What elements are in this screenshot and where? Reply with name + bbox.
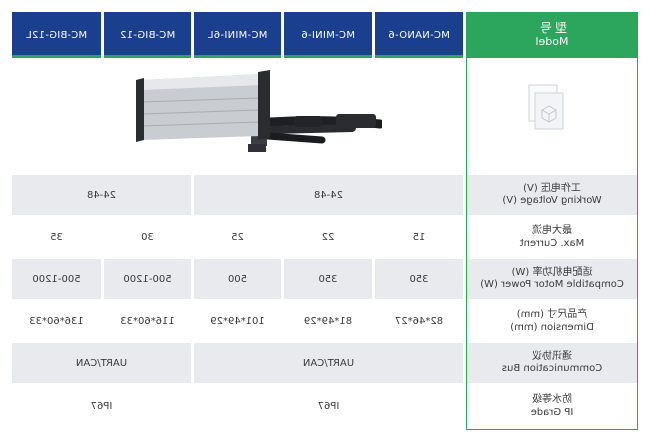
dimension-big-12: 116*60*33 (120, 315, 175, 327)
label-column-border-left (637, 58, 638, 430)
current-big-12: 30 (141, 231, 154, 243)
current-nano-6: 15 (412, 231, 426, 243)
label-motor-power: 适配电机功率 (W) Compatible Motor Power (W) (467, 259, 637, 299)
communication-big-models: UART/CAN (12, 343, 191, 383)
label-column-border-bottom (466, 429, 638, 430)
dimension-big-12l: 136*60*33 (29, 315, 84, 327)
voltage-small-models: 24-48 (194, 175, 463, 215)
label-ip-grade: 防水等级 IP Grade (530, 394, 574, 418)
current-mini-6l: 25 (231, 231, 244, 243)
label-max-current: 最大电流 Max. Current (519, 225, 585, 249)
dimension-nano-6: 82*46*27 (394, 315, 444, 327)
power-nano-6: 350 (375, 259, 463, 299)
model-name-big-12: MC-BIG-12 (104, 12, 191, 58)
power-mini-6: 350 (284, 259, 372, 299)
dimension-mini-6: 81*49*29 (303, 315, 353, 327)
communication-small-models: UART/CAN (194, 343, 463, 383)
label-communication-bus: 通讯协议 Communication Bus (467, 343, 637, 383)
document-placeholder-icon (528, 84, 564, 130)
ip-small-models: IP67 (317, 400, 340, 412)
voltage-big-models: 24-48 (12, 175, 191, 215)
ip-big-models: IP67 (90, 400, 113, 412)
label-working-voltage: 工作电压 (V) Working Voltage (V) (467, 175, 637, 215)
model-name-big-12l: MC-BIG-12L (12, 12, 101, 58)
model-name-mini-6l: MC-MINI-6L (194, 12, 281, 58)
label-dimension: 产品尺寸 (mm) Dimension (mm) (510, 309, 594, 333)
dimension-mini-6l: 101*49*29 (210, 315, 265, 327)
model-header-en: Model (535, 35, 569, 48)
current-mini-6: 22 (321, 231, 335, 243)
power-big-12: 500-1200 (104, 259, 191, 299)
power-big-12l: 500-1200 (12, 259, 101, 299)
current-big-12l: 35 (50, 231, 63, 243)
model-header-cn: 型号 (537, 21, 568, 35)
model-header: 型号 Model (466, 12, 638, 58)
model-name-mini-6: MC-MINI-6 (284, 12, 372, 58)
power-mini-6l: 500 (194, 259, 281, 299)
controller-product-image (136, 70, 382, 152)
model-name-nano-6: MC-NANO-6 (375, 12, 463, 58)
